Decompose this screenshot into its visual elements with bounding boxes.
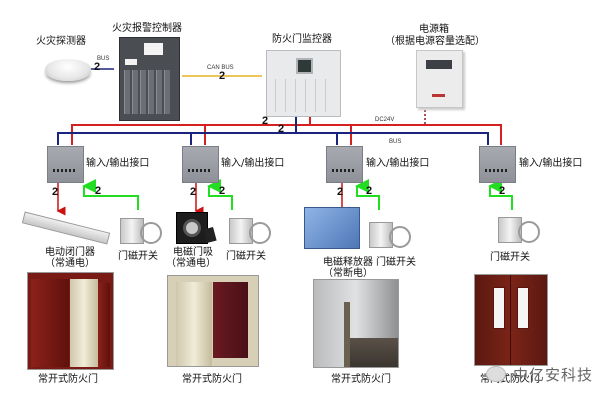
fire-detector-label: 火灾探测器 bbox=[36, 36, 86, 47]
power-box-icon bbox=[416, 50, 463, 108]
io-module-3-in-count: 2 bbox=[366, 185, 373, 197]
io-module-1-label: 输入/输出接口 bbox=[86, 158, 150, 169]
io-module-3-out-count: 2 bbox=[337, 186, 344, 198]
feedback-line-1 bbox=[82, 179, 139, 210]
can-bus-count: 2 bbox=[219, 70, 226, 82]
electromagnetic-door-holder-label: 电磁门吸 bbox=[173, 247, 213, 258]
fire-door-2-image bbox=[167, 275, 259, 367]
door-contact-cable-2-icon bbox=[249, 222, 271, 244]
watermark: 中亿安科技 bbox=[513, 366, 594, 384]
door-contact-switch-1-label: 门磁开关 bbox=[118, 251, 158, 262]
io-module-3-icon bbox=[326, 146, 363, 183]
io-module-3-label: 输入/输出接口 bbox=[366, 158, 430, 169]
io-module-2-icon bbox=[182, 146, 219, 183]
door-contact-cable-1-icon bbox=[140, 222, 162, 244]
fire-door-4-image bbox=[474, 274, 548, 366]
io-module-2-out-count: 2 bbox=[190, 186, 197, 198]
wechat-icon bbox=[486, 366, 506, 382]
io-module-4-in-count: 2 bbox=[499, 185, 506, 197]
power-box-label: 电源箱 bbox=[419, 24, 449, 35]
electric-door-closer-note: （常通电） bbox=[45, 258, 95, 269]
fire-alarm-controller-label: 火灾报警控制器 bbox=[112, 23, 182, 34]
io-module-1-out-count: 2 bbox=[52, 186, 59, 198]
fire-door-3-image bbox=[313, 279, 399, 368]
io-module-1-icon bbox=[47, 146, 84, 183]
door-contact-cable-4-icon bbox=[518, 221, 540, 243]
electromagnetic-door-holder-note: （常通电） bbox=[166, 258, 216, 269]
fire-alarm-controller-icon bbox=[119, 37, 180, 121]
electromagnetic-release-note: （常断电） bbox=[323, 268, 373, 279]
fire-door-3-label: 常开式防火门 bbox=[331, 374, 391, 385]
io-module-1-in-count: 2 bbox=[95, 185, 102, 197]
feedback-line-4 bbox=[488, 179, 513, 210]
dc24v-power-line bbox=[71, 124, 502, 145]
electromagnetic-door-holder-icon bbox=[176, 212, 208, 244]
fire-door-monitor-icon bbox=[266, 50, 341, 117]
feedback-line-3 bbox=[355, 179, 380, 210]
io-module-4-icon bbox=[479, 146, 516, 183]
dc24v-label: DC24V bbox=[375, 117, 395, 123]
fire-door-2-label: 常开式防火门 bbox=[182, 374, 242, 385]
electromagnetic-release-icon bbox=[304, 207, 360, 249]
door-contact-switch-4-label: 门磁开关 bbox=[490, 252, 530, 263]
power-box-note: （根据电源容量选配） bbox=[385, 36, 485, 47]
fire-detector-icon bbox=[45, 59, 91, 81]
fire-door-1-label: 常开式防火门 bbox=[38, 374, 98, 385]
door-contact-cable-3-icon bbox=[389, 226, 411, 248]
door-contact-switch-3-label: 门磁开关 bbox=[376, 257, 416, 268]
io-module-4-label: 输入/输出接口 bbox=[519, 158, 583, 169]
io-module-2-label: 输入/输出接口 bbox=[221, 158, 285, 169]
bus-label: BUS bbox=[389, 139, 402, 145]
bus-line-count: 2 bbox=[278, 123, 285, 135]
electric-door-closer-label: 电动闭门器 bbox=[45, 247, 95, 258]
feedback-line-2 bbox=[207, 179, 233, 210]
bus-line bbox=[57, 132, 489, 145]
fire-door-monitor-label: 防火门监控器 bbox=[272, 34, 332, 45]
can-bus-label: CAN BUS bbox=[207, 65, 234, 71]
fire-door-4-label: 常闭式防火门 bbox=[480, 374, 540, 385]
electromagnetic-release-label: 电磁释放器 bbox=[323, 257, 373, 268]
fire-door-1-image bbox=[27, 272, 114, 370]
power-line-count: 2 bbox=[262, 115, 269, 127]
detector-bus-count: 2 bbox=[94, 61, 101, 73]
detector-bus-label: BUS bbox=[97, 56, 110, 62]
door-contact-switch-2-label: 门磁开关 bbox=[226, 251, 266, 262]
io-module-2-in-count: 2 bbox=[219, 185, 226, 197]
